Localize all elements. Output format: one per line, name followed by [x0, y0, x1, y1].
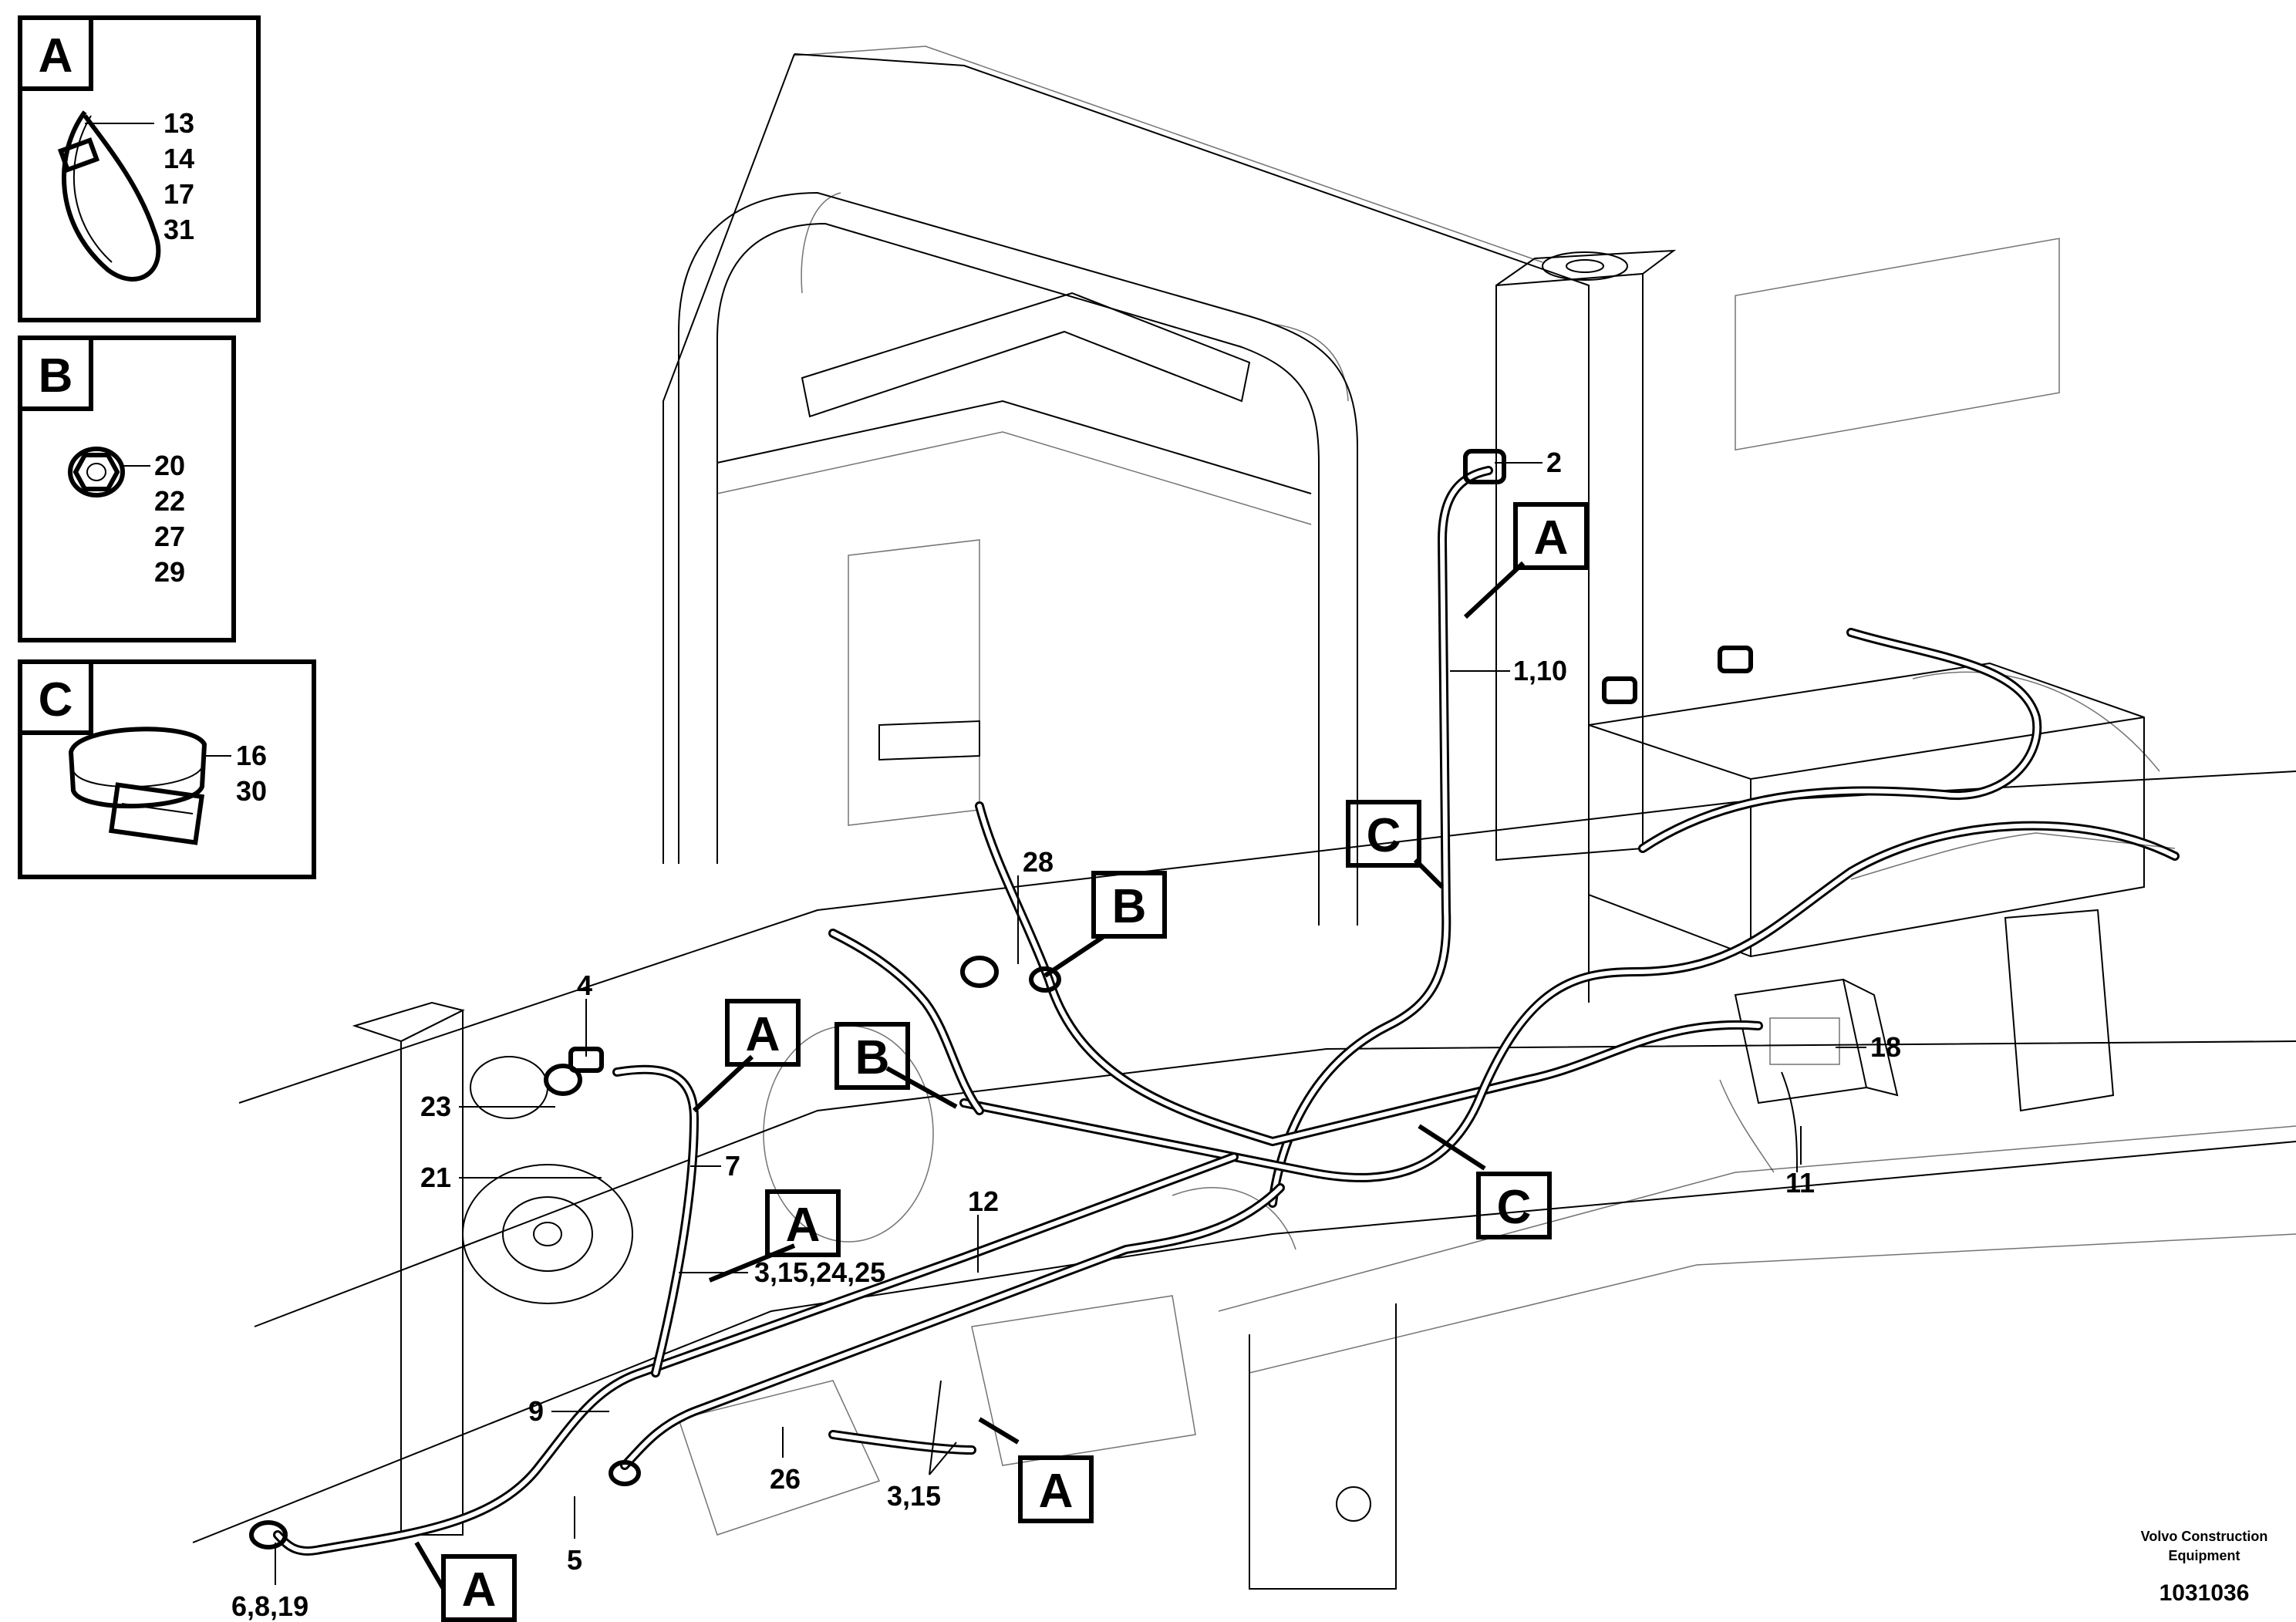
callout-3-15-24-25: 3,15,24,25: [754, 1256, 885, 1288]
tag-a-3: A: [765, 1189, 841, 1257]
svg-text:A: A: [462, 1563, 497, 1617]
legend-a-part-3: 17: [164, 178, 194, 210]
callout-11: 11: [1785, 1167, 1815, 1199]
svg-text:B: B: [855, 1031, 890, 1084]
svg-text:A: A: [746, 1008, 781, 1061]
tag-c-1: C: [1346, 800, 1421, 868]
legend-box-a: A 13 14 17 31: [18, 15, 261, 322]
callout-28: 28: [1023, 846, 1054, 878]
legend-b-part-1: 20: [154, 450, 185, 481]
legend-a-part-2: 14: [164, 143, 194, 174]
legend-b-part-2: 22: [154, 485, 185, 517]
tag-a-2: A: [725, 999, 801, 1067]
svg-text:C: C: [1497, 1181, 1532, 1234]
flange-nut-icon: [68, 447, 125, 497]
wiring-harness-artwork: [249, 449, 2180, 1556]
callout-23: 23: [420, 1091, 451, 1122]
footer: Volvo Construction Equipment 1031036: [2141, 1529, 2268, 1606]
legend-b-part-4: 29: [154, 556, 185, 588]
legend-box-c: C 16 30: [18, 659, 316, 879]
legend-c-part-1: 16: [236, 740, 267, 771]
part-callouts: 2 1,10 28 4 23 21 7 3,15,24,25 12 18 11 …: [231, 447, 1901, 1622]
brand-line-2: Equipment: [2169, 1548, 2240, 1563]
legend-b-part-3: 27: [154, 521, 185, 552]
brand-line-1: Volvo Construction: [2141, 1529, 2268, 1544]
callout-6-8-19: 6,8,19: [231, 1590, 308, 1622]
callout-21: 21: [420, 1162, 451, 1193]
machine-frame-artwork: [192, 46, 2296, 1590]
document-number: 1031036: [2159, 1580, 2250, 1606]
callout-5: 5: [567, 1544, 582, 1576]
legend-a-part-1: 13: [164, 107, 194, 139]
legend-letter-a: A: [39, 29, 73, 83]
tag-b-2: B: [834, 1022, 910, 1090]
cable-tie-icon: [57, 110, 161, 282]
tag-a-4: A: [1018, 1455, 1094, 1523]
svg-text:B: B: [1112, 880, 1147, 933]
tag-b-1: B: [1091, 871, 1167, 939]
legend-box-b: B 20 22 27 29: [18, 336, 236, 642]
legend-a-part-4: 31: [164, 214, 194, 245]
callout-7: 7: [725, 1150, 740, 1182]
hose-clamp-icon: [68, 727, 207, 845]
svg-text:A: A: [786, 1199, 821, 1252]
callout-3-15: 3,15: [887, 1480, 941, 1512]
tag-a-5: A: [441, 1554, 517, 1622]
clip-tags: A B C A B A C A: [441, 502, 1589, 1622]
legend-letter-c: C: [39, 673, 73, 727]
legend-c-part-2: 30: [236, 775, 267, 807]
callout-12: 12: [968, 1185, 999, 1217]
callout-9: 9: [528, 1395, 544, 1427]
callout-1-10: 1,10: [1513, 655, 1567, 686]
svg-text:C: C: [1367, 809, 1401, 862]
tag-a-1: A: [1513, 502, 1589, 570]
svg-text:A: A: [1534, 511, 1569, 565]
svg-text:A: A: [1039, 1465, 1074, 1518]
callout-18: 18: [1870, 1031, 1901, 1063]
callout-4: 4: [577, 969, 592, 1001]
callout-26: 26: [770, 1463, 801, 1495]
legend-letter-b: B: [39, 349, 73, 403]
callout-2: 2: [1546, 447, 1562, 478]
tag-c-2: C: [1476, 1172, 1552, 1239]
